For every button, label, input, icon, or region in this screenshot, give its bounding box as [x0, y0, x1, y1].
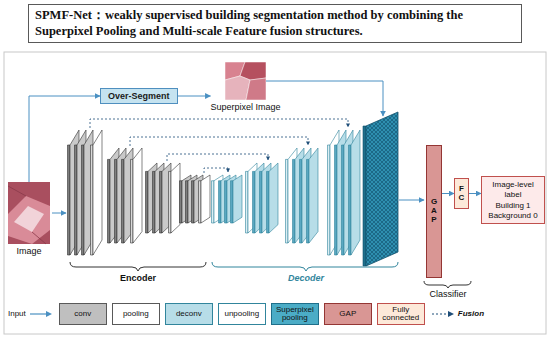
- label-holder: Classifier: [429, 289, 466, 299]
- input-picture: [8, 182, 50, 244]
- legend-item: deconv: [165, 303, 213, 325]
- node-label: Image: [16, 246, 41, 256]
- decoder-layers: [307, 148, 319, 243]
- legend-item: GAP: [324, 303, 372, 325]
- sample-stroke: [46, 311, 52, 317]
- superpixel-image: Superpixel Image: [210, 62, 280, 112]
- node-label: Image-level label: [485, 180, 541, 199]
- flow-arrow: [29, 96, 100, 182]
- fusion-lines: [90, 119, 348, 173]
- superpixel-pooling-layer: [366, 112, 398, 266]
- encoder-layers: [131, 148, 143, 243]
- superpixel-picture: [225, 62, 266, 100]
- fusion-lines: [204, 168, 228, 173]
- encoder-layers: [169, 163, 181, 233]
- input-picture: [8, 186, 46, 244]
- section-label: Encoder: [120, 273, 156, 283]
- superpixel-picture: [246, 78, 266, 100]
- process-box: Over-Segment: [100, 88, 178, 104]
- legend-item: Fully connected: [377, 303, 425, 325]
- flow-arrow: [178, 96, 211, 97]
- input-arrow-sample: [28, 309, 54, 319]
- fc-layer: FC: [454, 178, 469, 209]
- flow-arrows: [52, 81, 424, 213]
- input-image: Image: [8, 182, 50, 256]
- superpixel-picture: [225, 76, 250, 100]
- node-label: Background 0: [485, 211, 541, 221]
- legend-text: conv: [74, 310, 91, 318]
- frame: [4, 52, 546, 334]
- sample-stroke: [432, 314, 449, 315]
- input-picture: [8, 182, 50, 244]
- node-label: Over-Segment: [108, 91, 170, 101]
- brackets: [212, 262, 398, 271]
- legend-text: Fusion: [458, 310, 484, 318]
- title-box: SPMF-Net：weakly supervised building segm…: [28, 4, 522, 43]
- legend-item: Superpixel pooling: [271, 303, 319, 325]
- input-picture: [8, 196, 50, 244]
- sample-stroke: [448, 311, 454, 317]
- legend-text: Superpixel pooling: [272, 306, 318, 323]
- superpixel-pooling-layer: [363, 126, 366, 266]
- node-label: Building 1: [485, 201, 541, 211]
- legend-text: GAP: [339, 310, 356, 318]
- title-text: SPMF-Net：weakly supervised building segm…: [35, 8, 515, 39]
- legend-text: Fully connected: [378, 306, 424, 323]
- legend-text: deconv: [176, 310, 202, 318]
- legend-item: Fusion: [430, 309, 484, 319]
- decoder-layers: [231, 175, 243, 223]
- legend-text: Input: [8, 310, 26, 318]
- legend-item: pooling: [112, 303, 160, 325]
- node-label: FC: [458, 185, 466, 203]
- legend: Input conv pooling deconv unpooling Superpixe…: [8, 303, 484, 325]
- section-label: Classifier: [429, 289, 466, 299]
- legend-text: unpooling: [224, 310, 259, 318]
- legend-item: Input: [8, 309, 54, 319]
- legend-swatch: Fully connected: [377, 303, 425, 325]
- flow-arrows: [266, 81, 383, 116]
- flow-arrows: [52, 213, 66, 214]
- fusion-lines: [90, 119, 348, 128]
- brackets: [424, 281, 471, 288]
- flow-arrow: [442, 193, 454, 194]
- legend-item: conv: [59, 303, 107, 325]
- legend-swatch: GAP: [324, 303, 372, 325]
- legend-text: pooling: [123, 310, 149, 318]
- label-holder: Encoder: [120, 273, 156, 283]
- encoder-layers: [91, 130, 103, 255]
- legend-swatch: pooling: [112, 303, 160, 325]
- input-picture: [14, 206, 44, 232]
- gap-layer: GAP: [426, 145, 442, 278]
- decoder-layers: [212, 130, 361, 255]
- sample-stroke: [30, 313, 47, 314]
- output-label-box: Image-level labelBuilding 1Background 0: [481, 176, 545, 224]
- label-holder: Decoder: [288, 273, 324, 283]
- encoder-layers: [68, 130, 211, 255]
- superpixel-pooling-layer: [363, 112, 398, 266]
- brackets: [70, 262, 471, 288]
- fusion-lines: [130, 137, 308, 146]
- section-label: Decoder: [288, 273, 324, 283]
- legend-swatch: Superpixel pooling: [271, 303, 319, 325]
- node-label: GAP: [430, 198, 438, 224]
- fusion-line-sample: [430, 309, 456, 319]
- superpixel-picture: [225, 62, 266, 100]
- node-label: Superpixel Image: [210, 102, 280, 112]
- flow-arrow: [469, 193, 481, 194]
- brackets: [70, 262, 206, 271]
- legend-swatch: unpooling: [218, 303, 266, 325]
- flow-arrows: [399, 200, 424, 201]
- legend-item: unpooling: [218, 303, 266, 325]
- decoder-layers: [267, 163, 279, 233]
- fusion-lines: [167, 154, 268, 161]
- encoder-layers: [199, 175, 211, 223]
- decoder-layers: [349, 130, 361, 255]
- legend-swatch: deconv: [165, 303, 213, 325]
- legend-swatch: conv: [59, 303, 107, 325]
